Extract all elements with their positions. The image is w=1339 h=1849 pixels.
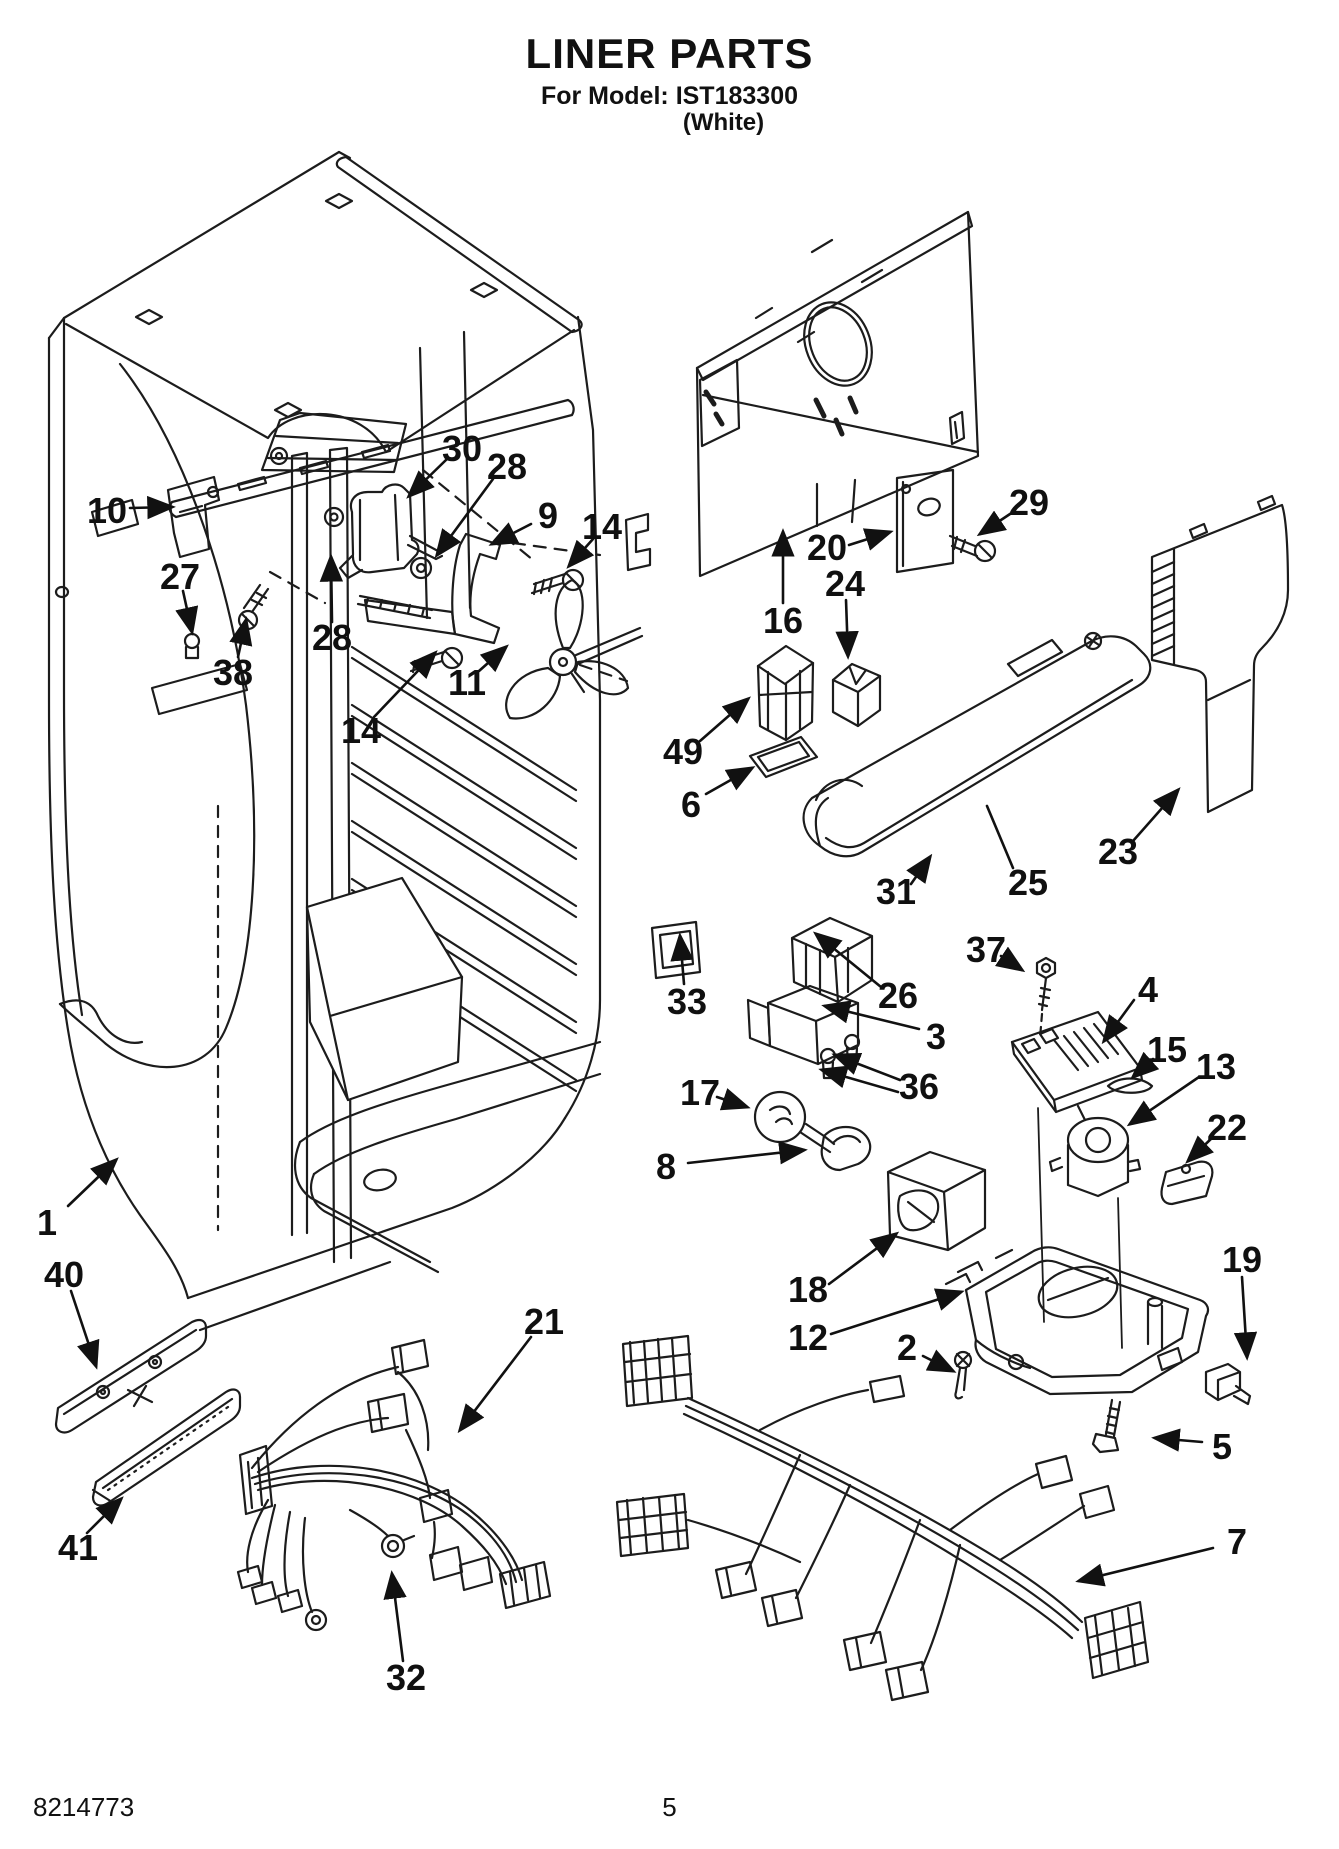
defrost-thermostat-parts bbox=[650, 916, 987, 1252]
lower-fasteners bbox=[953, 1350, 1252, 1454]
leader-arrow-14 bbox=[566, 537, 595, 569]
leader-arrow-18 bbox=[827, 1231, 900, 1286]
leader-arrow-5 bbox=[1151, 1428, 1204, 1452]
callout-arrows bbox=[66, 457, 1258, 1663]
control-housing-cover bbox=[802, 631, 1152, 858]
leader-arrow-21 bbox=[457, 1335, 533, 1434]
leader-arrow-2 bbox=[921, 1349, 957, 1373]
leader-arrow-28 bbox=[434, 477, 495, 559]
leader-arrow-29 bbox=[976, 510, 1015, 537]
air-duct-tower bbox=[1150, 494, 1290, 814]
page-number: 5 bbox=[662, 1792, 677, 1822]
leader-arrow-24 bbox=[835, 598, 859, 660]
leader-arrow-33 bbox=[670, 932, 694, 986]
leader-arrow-3 bbox=[821, 1000, 921, 1031]
leader-arrow-17 bbox=[715, 1088, 751, 1111]
leader-arrow-1 bbox=[66, 1157, 119, 1208]
leader-arrow-7 bbox=[1075, 1546, 1215, 1587]
fan-blade bbox=[505, 578, 644, 720]
leader-arrow-38 bbox=[229, 616, 253, 659]
leader-arrow-20 bbox=[847, 528, 894, 551]
leader-arrow-10 bbox=[128, 495, 176, 520]
access-plate bbox=[895, 468, 997, 574]
leader-arrow-36 bbox=[831, 1052, 902, 1082]
door-trim-strips bbox=[54, 1260, 392, 1507]
drain-pan bbox=[944, 1246, 1210, 1396]
evaporator-back-panel bbox=[695, 210, 980, 578]
leader-arrow-40 bbox=[69, 1289, 100, 1370]
page-title: LINER PARTS bbox=[525, 30, 814, 77]
leader-arrow-22 bbox=[1185, 1135, 1215, 1164]
leader-arrow-27 bbox=[175, 589, 199, 636]
leader-arrow-49 bbox=[698, 696, 751, 743]
leader-arrow-6 bbox=[704, 766, 756, 796]
wiring-harness-liner bbox=[236, 1338, 552, 1632]
leader-arrow-4 bbox=[1101, 998, 1136, 1045]
ice-guide-and-grommet-parts bbox=[748, 644, 882, 779]
leader-arrow-15 bbox=[1130, 1051, 1160, 1080]
leader-arrow-32 bbox=[383, 1570, 407, 1663]
leader-arrow-26 bbox=[812, 931, 883, 989]
leader-arrow-23 bbox=[1131, 787, 1181, 843]
leader-arrow-30 bbox=[406, 457, 449, 499]
leader-arrow-14 bbox=[372, 650, 438, 719]
model-number: IST183300 bbox=[675, 82, 799, 110]
mullion-rail-and-brackets bbox=[166, 398, 575, 580]
wiring-harness-main bbox=[615, 1334, 1150, 1702]
leader-arrow-9 bbox=[488, 522, 533, 546]
leader-arrow-19 bbox=[1233, 1275, 1258, 1361]
document-number: 8214773 bbox=[33, 1792, 135, 1822]
cabinet-liner bbox=[47, 150, 652, 1300]
leader-arrow-13 bbox=[1126, 1075, 1201, 1127]
leader-arrow-31 bbox=[906, 853, 933, 886]
model-subtitle: For Model: IST183300 bbox=[0, 82, 1339, 111]
leader-arrow-37 bbox=[994, 946, 1026, 973]
leader-arrow-36 bbox=[818, 1065, 900, 1094]
model-label: For Model: bbox=[540, 82, 669, 110]
leader-arrow-8 bbox=[686, 1141, 808, 1165]
leader-arrow-41 bbox=[85, 1496, 124, 1535]
color-note: (White) bbox=[682, 109, 765, 136]
leader-arrow-25 bbox=[985, 804, 1015, 870]
leader-arrow-28 bbox=[319, 553, 344, 624]
leader-arrow-12 bbox=[829, 1288, 965, 1336]
evaporator-fan-motor bbox=[338, 483, 444, 580]
leader-arrow-11 bbox=[477, 644, 509, 673]
fan-bracket bbox=[356, 532, 502, 645]
